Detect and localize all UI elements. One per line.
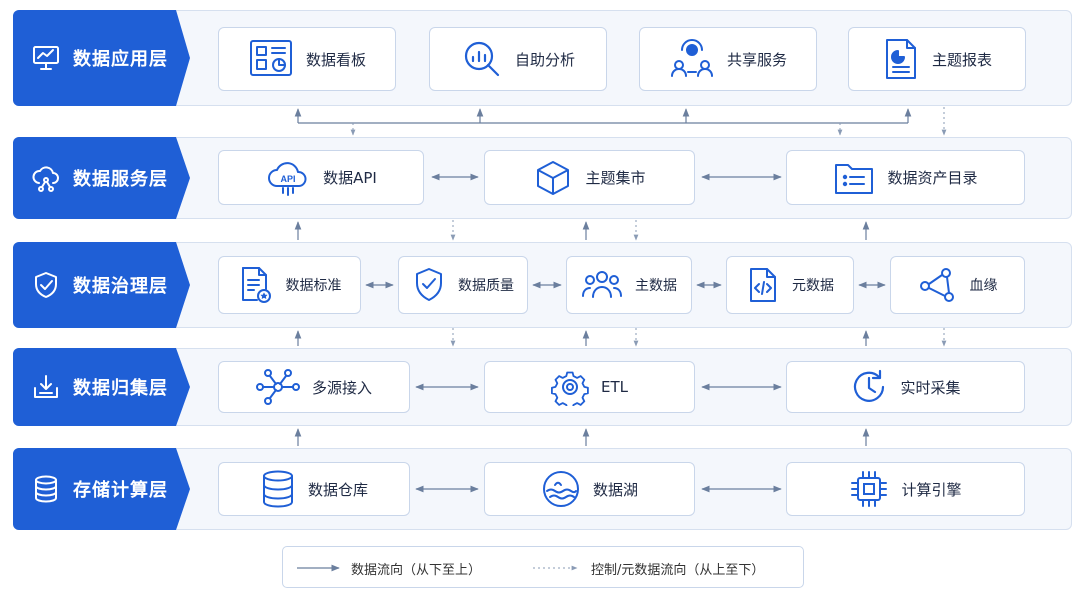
clock-refresh-icon <box>850 368 888 406</box>
card-label: 数据湖 <box>592 480 638 499</box>
card-data-lake[interactable]: 数据湖 <box>484 462 695 516</box>
layer-title: 数据服务层 <box>73 169 168 190</box>
card-label: 主题报表 <box>931 50 992 69</box>
database-icon <box>29 472 63 506</box>
card-etl[interactable]: ETL <box>484 361 695 413</box>
layer-header-ingestion: 数据归集层 <box>13 348 190 426</box>
card-label: 数据质量 <box>458 278 514 294</box>
svg-text:API: API <box>281 174 296 184</box>
card-data-standard[interactable]: 数据标准 <box>218 256 361 314</box>
document-badge-icon <box>238 265 274 305</box>
shield-check-icon <box>412 266 446 304</box>
monitor-chart-icon <box>29 41 63 75</box>
layer-header-storage: 存储计算层 <box>13 448 190 530</box>
card-label: 血缘 <box>969 278 998 294</box>
card-data-warehouse[interactable]: 数据仓库 <box>218 462 410 516</box>
layer-header-application: 数据应用层 <box>13 10 190 106</box>
layer-header-governance: 数据治理层 <box>13 242 190 328</box>
card-self-analysis[interactable]: 自助分析 <box>429 27 607 91</box>
magnifier-chart-icon <box>461 38 503 80</box>
card-shared-service[interactable]: 共享服务 <box>639 27 817 91</box>
cloud-network-icon <box>29 161 63 195</box>
cloud-api-icon: API <box>265 158 311 198</box>
legend-line-samples <box>297 564 578 572</box>
report-document-icon <box>882 37 920 81</box>
cpu-chip-icon <box>849 469 889 509</box>
card-label: 主题集市 <box>585 169 646 187</box>
card-label: 数据资产目录 <box>887 169 978 187</box>
folder-list-icon <box>833 159 875 197</box>
card-compute-engine[interactable]: 计算引擎 <box>786 462 1025 516</box>
card-metadata[interactable]: 元数据 <box>726 256 854 314</box>
card-label: ETL <box>601 378 628 396</box>
card-realtime-collect[interactable]: 实时采集 <box>786 361 1025 413</box>
legend-dashed-label: 控制/元数据流向（从上至下） <box>591 563 765 578</box>
card-label: 数据API <box>323 169 377 187</box>
card-multi-source[interactable]: 多源接入 <box>218 361 410 413</box>
card-label: 数据看板 <box>305 50 366 69</box>
shield-check-icon <box>29 268 63 302</box>
layer-title: 数据治理层 <box>73 276 168 297</box>
card-label: 主数据 <box>635 278 677 294</box>
card-master-data[interactable]: 主数据 <box>566 256 692 314</box>
card-label: 数据仓库 <box>307 480 368 499</box>
card-label: 元数据 <box>792 278 834 294</box>
database-icon <box>260 469 296 509</box>
code-file-icon <box>746 266 780 304</box>
lake-wave-icon <box>541 469 581 509</box>
card-label: 共享服务 <box>726 50 787 69</box>
download-tray-icon <box>29 370 63 404</box>
card-label: 计算引擎 <box>901 480 962 499</box>
share-nodes-icon <box>918 266 958 304</box>
cube-icon <box>533 158 573 198</box>
card-label: 实时采集 <box>900 378 961 397</box>
layer-title: 数据归集层 <box>73 378 168 399</box>
layer-header-service: 数据服务层 <box>13 137 190 219</box>
legend-solid-label: 数据流向（从下至上） <box>351 563 482 578</box>
legend: 数据流向（从下至上） 控制/元数据流向（从上至下） <box>282 546 804 588</box>
card-label: 自助分析 <box>514 50 575 69</box>
card-topic-mart[interactable]: 主题集市 <box>484 150 695 205</box>
network-nodes-icon <box>255 368 300 406</box>
card-label: 数据标准 <box>285 278 342 294</box>
card-data-api[interactable]: API 数据API <box>218 150 424 205</box>
user-group-icon <box>581 267 623 303</box>
card-dashboard[interactable]: 数据看板 <box>218 27 396 91</box>
layer-title: 存储计算层 <box>73 480 168 501</box>
card-lineage[interactable]: 血缘 <box>890 256 1025 314</box>
gear-icon <box>551 368 589 406</box>
users-share-icon <box>669 38 715 80</box>
dashboard-icon <box>248 38 294 80</box>
card-label: 多源接入 <box>311 378 372 397</box>
card-asset-catalog[interactable]: 数据资产目录 <box>786 150 1025 205</box>
card-data-quality[interactable]: 数据质量 <box>398 256 528 314</box>
layer-title: 数据应用层 <box>73 49 168 70</box>
card-topic-report[interactable]: 主题报表 <box>848 27 1026 91</box>
